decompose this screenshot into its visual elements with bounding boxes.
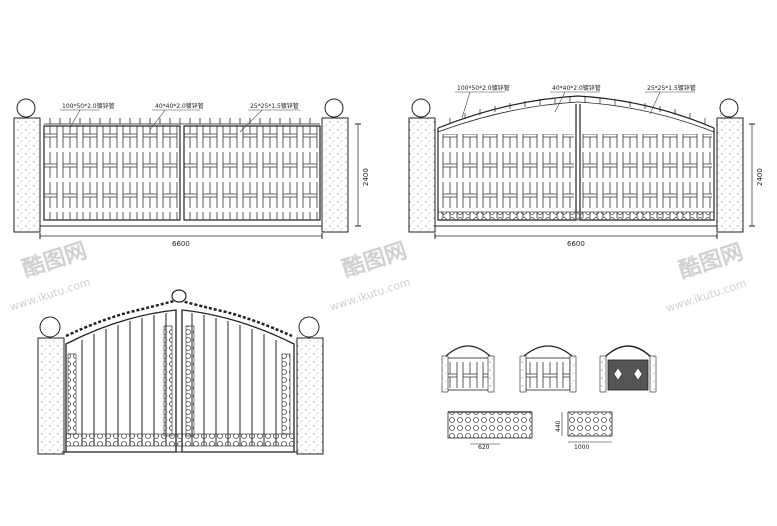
pillar-left-ball	[16, 98, 36, 118]
pillar-right-ball	[719, 98, 739, 118]
pillar-right	[321, 117, 349, 233]
gate-leaf-right	[582, 134, 712, 218]
pillar-left-ball	[411, 98, 431, 118]
svg-text:www.ikutu.com: www.ikutu.com	[664, 277, 748, 315]
callout-tube-40x40: 40*40*2.0镀锌管	[552, 84, 601, 92]
pillar-right-ball	[298, 316, 320, 338]
gate-elevation-arched: 100*50*2.0镀锌管 40*40*2.0镀锌管 25*25*1.5镀锌管 …	[408, 84, 764, 248]
pillar-left	[37, 337, 65, 455]
height-dimension: 2400	[756, 168, 764, 186]
svg-text:www.ikutu.com: www.ikutu.com	[328, 275, 412, 313]
gate-elevation-flat: 100*50*2.0镀锌管 40*40*2.0镀锌管 25*25*1.5镀锌管 …	[13, 98, 370, 248]
thumbnail-arch-gate-1	[441, 345, 495, 393]
callout-tube-40x40: 40*40*2.0镀锌管	[155, 102, 204, 110]
pillar-right	[296, 337, 324, 455]
callout-tube-100x50: 100*50*2.0镀锌管	[62, 102, 115, 110]
watermark-brand-logo: 酷图网 www.ikutu.com 酷图网 www.ikutu.com 酷图网 …	[8, 238, 748, 315]
thumbnail-fence-2: 440 1000	[555, 411, 613, 451]
pillar-right-ball	[324, 98, 344, 118]
svg-text:酷图网: 酷图网	[340, 238, 411, 282]
pillar-left	[408, 117, 436, 233]
thumbnail-dimension-a: 620	[478, 444, 490, 451]
svg-text:酷图网: 酷图网	[20, 238, 91, 282]
gate-leaf-left	[440, 134, 574, 218]
svg-text:酷图网: 酷图网	[676, 240, 747, 284]
gate-elevation-ornamental	[37, 289, 324, 455]
callout-tube-100x50: 100*50*2.0镀锌管	[457, 84, 510, 92]
gate-leaf-right	[183, 125, 321, 221]
width-dimension: 6600	[567, 240, 585, 248]
thumbnail-dimension-c: 1000	[574, 444, 589, 451]
thumbnail-dimension-b: 440	[555, 420, 562, 432]
crest-scrollwork	[65, 298, 293, 338]
callout-tube-25x25: 25*25*1.5镀锌管	[647, 84, 696, 92]
thumbnail-fence-1: 620	[447, 411, 533, 451]
callout-tube-25x25: 25*25*1.5镀锌管	[250, 102, 299, 110]
height-dimension: 2400	[362, 168, 370, 186]
svg-text:www.ikutu.com: www.ikutu.com	[8, 275, 92, 313]
width-dimension: 6600	[172, 240, 190, 248]
pillar-right	[716, 117, 744, 233]
gate-leaf-left	[43, 125, 181, 221]
thumbnail-arch-gate-3	[599, 345, 657, 393]
pillar-left	[13, 117, 41, 233]
pillar-left-ball	[39, 316, 61, 338]
thumbnail-arch-gate-2	[519, 345, 577, 393]
